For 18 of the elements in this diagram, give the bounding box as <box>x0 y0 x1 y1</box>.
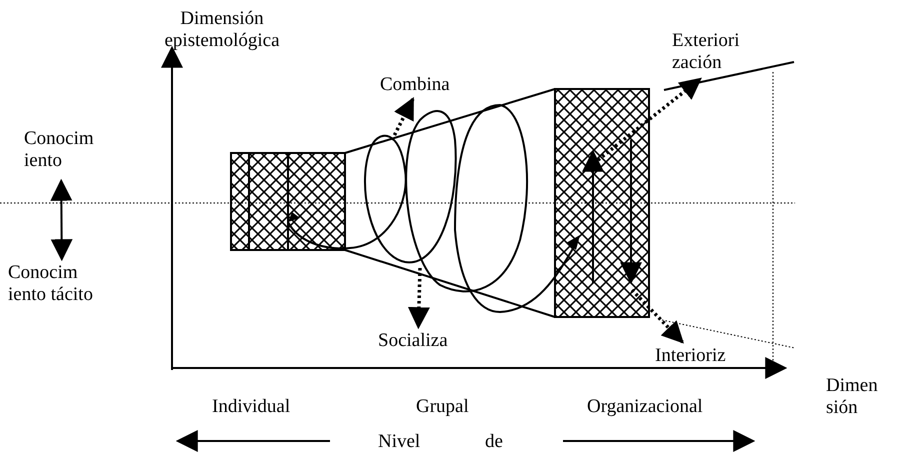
dotted-arrow <box>390 97 414 141</box>
dotted-arrow <box>630 288 684 344</box>
node-label: Conocim iento <box>24 128 95 172</box>
leader-line <box>664 61 794 91</box>
node-label: Interioriz <box>655 345 727 367</box>
axis-label: Dimen sión <box>826 375 879 419</box>
node-label: Combina <box>380 74 451 96</box>
dotted-arrow <box>596 78 702 162</box>
arrow <box>50 178 73 262</box>
axis-label: Nivel de <box>378 431 504 453</box>
axis-label: Organizacional <box>587 396 704 418</box>
axis-label: Grupal <box>416 396 470 418</box>
axis-label: Dimensión epistemológica <box>163 8 281 52</box>
axis-label: Individual <box>212 396 292 418</box>
dotted-arrow <box>408 268 430 330</box>
node-label: Conocim iento tácito <box>8 262 94 306</box>
node-label: Socializa <box>378 330 449 352</box>
node-label: Exteriori zación <box>672 30 741 74</box>
